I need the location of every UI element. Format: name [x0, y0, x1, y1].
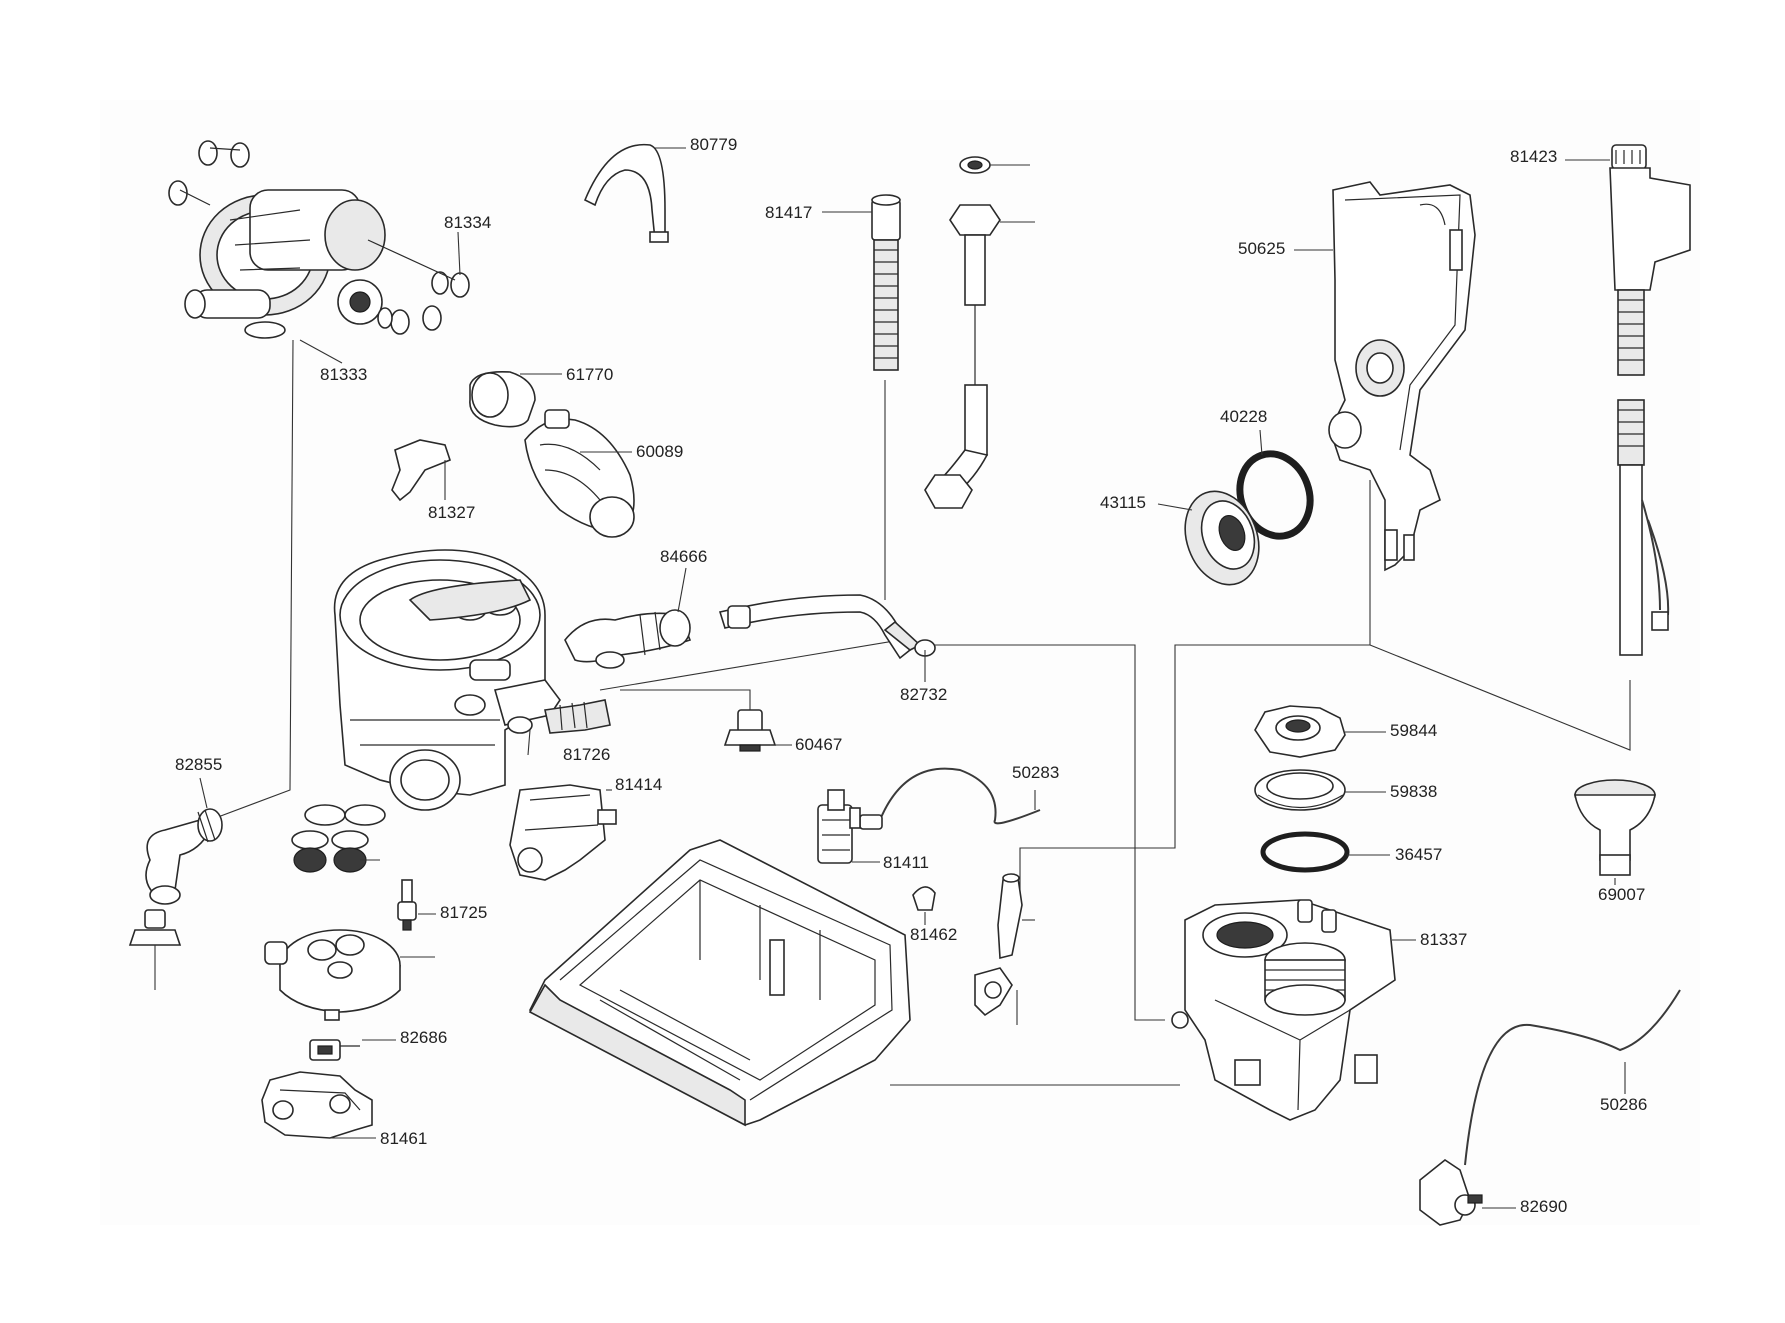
sump-assembly[interactable] [333, 549, 546, 811]
pressure-sensor-60467[interactable] [723, 709, 777, 752]
hose-82732[interactable] [718, 594, 936, 660]
leader-81334 [457, 231, 461, 276]
short-hose-unlabeled[interactable] [997, 873, 1035, 960]
sensor-cable-50286[interactable] [1464, 989, 1681, 1166]
hose-60089[interactable] [524, 409, 635, 538]
leader-43115 [1157, 503, 1193, 511]
sensor-82690[interactable] [1419, 1159, 1483, 1226]
leader-82855 [199, 777, 208, 809]
clip-80779[interactable] [583, 143, 669, 243]
seal-36457[interactable] [1260, 831, 1350, 873]
part-number-label[interactable]: 84666 [660, 547, 707, 566]
part-number-label[interactable]: 81411 [883, 853, 929, 872]
seal-rings-unlabeled[interactable] [291, 804, 386, 873]
part-number-label[interactable]: 59844 [1390, 721, 1437, 740]
leader-40228 [1259, 429, 1263, 456]
part-number-label[interactable]: 61770 [566, 365, 613, 384]
cover-plate-81461[interactable] [261, 1071, 373, 1139]
part-number-label[interactable]: 36457 [1395, 845, 1442, 864]
clip-81462[interactable] [912, 886, 936, 911]
part-number-label[interactable]: 81726 [563, 745, 610, 764]
heater-module-81414[interactable] [509, 784, 617, 881]
nut-43115[interactable] [1173, 481, 1272, 595]
part-number-label[interactable]: 81423 [1510, 147, 1557, 166]
part-number-label[interactable]: 60089 [636, 442, 683, 461]
hose-connector-84666[interactable] [564, 609, 692, 669]
connection-lines [209, 339, 1631, 1086]
part-number-label[interactable]: 81417 [765, 203, 812, 222]
part-number-label[interactable]: 81327 [428, 503, 475, 522]
part-number-label[interactable]: 50286 [1600, 1095, 1647, 1114]
callouts: 80779 81334 81333 81417 61770 60089 81327 84666… [175, 135, 1647, 1216]
pump-clamp-parts[interactable] [168, 140, 470, 335]
part-number-label[interactable]: 43115 [1100, 493, 1146, 512]
switch-81411[interactable] [817, 789, 861, 864]
part-number-label[interactable]: 81725 [440, 903, 487, 922]
sleeve-61770[interactable] [469, 370, 536, 428]
circulation-pump-assembly[interactable] [184, 189, 386, 339]
part-number-label[interactable]: 81461 [380, 1129, 427, 1148]
inlet-hose-81423[interactable] [1609, 144, 1691, 656]
cap-69007[interactable] [1574, 779, 1656, 876]
part-number-label[interactable]: 50625 [1238, 239, 1285, 258]
salt-cap-59844[interactable] [1254, 705, 1346, 758]
leader-84666 [677, 567, 687, 613]
part-number-label[interactable]: 80779 [690, 135, 737, 154]
part-number-label[interactable]: 60467 [795, 735, 842, 754]
part-number-label[interactable]: 81333 [320, 365, 367, 384]
leader-81333 [299, 339, 343, 364]
part-number-label[interactable]: 81337 [1420, 930, 1467, 949]
part-number-label[interactable]: 81414 [615, 775, 662, 794]
part-number-label[interactable]: 82690 [1520, 1197, 1567, 1216]
valve-81725[interactable] [397, 879, 417, 931]
part-number-label[interactable]: 50283 [1012, 763, 1059, 782]
part-number-label[interactable]: 81334 [444, 213, 491, 232]
part-number-label[interactable]: 40228 [1220, 407, 1267, 426]
elbow-hose-82855[interactable] [145, 808, 223, 905]
part-number-label[interactable]: 82855 [175, 755, 222, 774]
part-number-label[interactable]: 59838 [1390, 782, 1437, 801]
hose-fittings-unlabeled[interactable] [924, 156, 1035, 509]
part-number-label[interactable]: 81462 [910, 925, 957, 944]
ring-59838[interactable] [1254, 769, 1346, 811]
base-frame[interactable] [528, 839, 911, 1127]
drain-pump-unlabeled[interactable] [264, 929, 435, 1021]
part-number-label[interactable]: 69007 [1598, 885, 1645, 904]
valve-unlabeled[interactable] [974, 967, 1018, 1025]
drain-hose-81417[interactable] [871, 194, 901, 371]
bracket-81327[interactable] [391, 439, 451, 502]
sensor-unlabeled-left[interactable] [128, 909, 182, 990]
air-break-panel-50625[interactable] [1328, 181, 1476, 572]
leader-81726 [527, 729, 531, 756]
coupling-81726[interactable] [493, 679, 611, 734]
part-number-label[interactable]: 82732 [900, 685, 947, 704]
connector-82686[interactable] [309, 1039, 360, 1061]
part-number-label[interactable]: 82686 [400, 1028, 447, 1047]
water-softener-81337[interactable] [1171, 899, 1396, 1121]
